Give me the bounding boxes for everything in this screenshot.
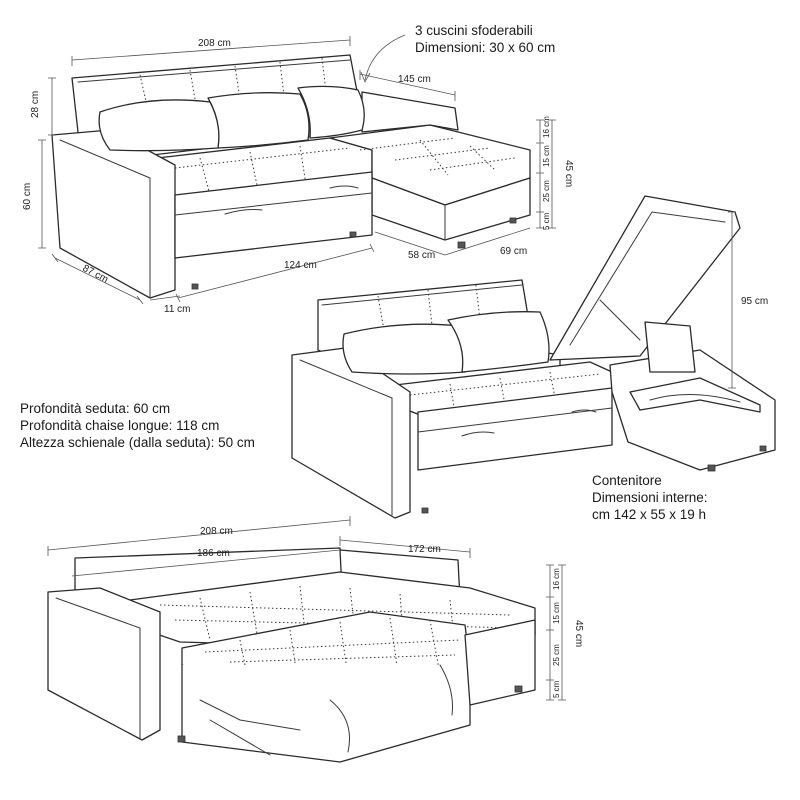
label-chaise-depth: 69 cm	[500, 246, 527, 257]
container-note: Contenitore Dimensioni interne: cm 142 x…	[592, 472, 708, 523]
spec-chaise-depth: Profondità chaise longue: 118 cm	[20, 418, 220, 433]
cushion-note-line1: 3 cuscini sfoderabili	[415, 23, 533, 38]
storage-sofa-drawing: 95 cm	[291, 195, 776, 519]
label-arm-width: 11 cm	[164, 304, 191, 315]
label-bed-seg-5: 5 cm	[552, 680, 561, 698]
label-seat-length: 124 cm	[284, 260, 317, 271]
label-height-95: 95 cm	[741, 296, 768, 307]
label-bed-seg-25: 25 cm	[552, 644, 561, 666]
sofa-bed-drawing: 208 cm 186 cm 172 cm 16 cm 15 cm 25 cm 5…	[47, 516, 584, 763]
label-seg-15: 15 cm	[542, 145, 551, 167]
label-side-height: 60 cm	[22, 183, 33, 210]
label-bed-width-inner: 186 cm	[197, 548, 230, 559]
label-seg-5: 5 cm	[542, 212, 551, 230]
label-seg-16: 16 cm	[542, 116, 551, 138]
container-dims-value: cm 142 x 55 x 19 h	[592, 507, 707, 522]
cushion-note-line2: Dimensioni: 30 x 60 cm	[415, 40, 556, 55]
specs-note: Profondità seduta: 60 cm Profondità chai…	[20, 400, 255, 451]
label-bed-chaise-width: 172 cm	[408, 544, 441, 555]
corner-sofa-drawing: 208 cm 145 cm 28 cm 60 cm 87 cm 124 cm 1…	[22, 34, 574, 315]
label-seg-25: 25 cm	[542, 180, 551, 202]
label-total-45: 45 cm	[563, 160, 574, 187]
label-bed-seg-15: 15 cm	[552, 602, 561, 624]
container-dims-label: Dimensioni interne:	[592, 490, 708, 505]
label-chaise-length: 58 cm	[408, 250, 435, 261]
label-back-height: 28 cm	[30, 91, 41, 118]
label-bed-width-total: 208 cm	[200, 526, 233, 537]
container-title: Contenitore	[592, 473, 662, 488]
label-bed-total-45: 45 cm	[573, 620, 584, 647]
label-width-total: 208 cm	[198, 38, 231, 49]
label-chaise-width: 145 cm	[398, 74, 431, 85]
spec-back-height: Altezza schienale (dalla seduta): 50 cm	[20, 435, 255, 450]
cushion-note: 3 cuscini sfoderabili Dimensioni: 30 x 6…	[415, 22, 555, 56]
spec-seat-depth: Profondità seduta: 60 cm	[20, 401, 171, 416]
label-bed-seg-16: 16 cm	[552, 568, 561, 590]
